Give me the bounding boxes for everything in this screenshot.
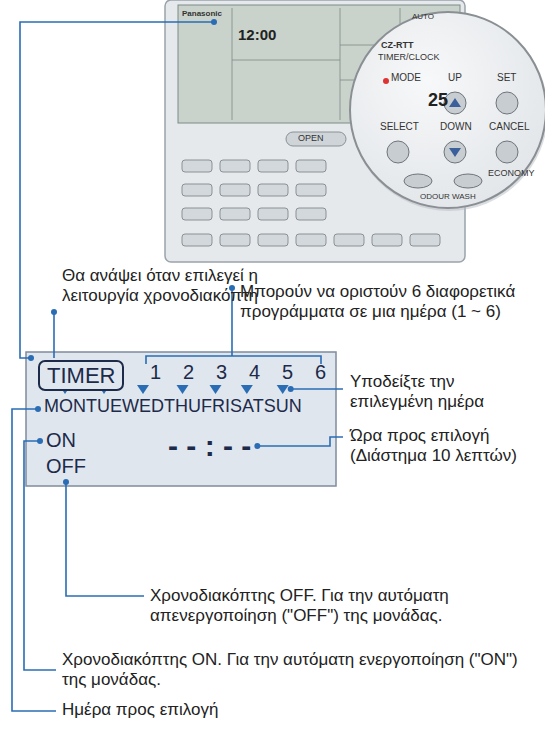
- day-marker: [137, 385, 149, 394]
- leader-dot: [254, 443, 260, 449]
- time-display: - - : - -: [168, 428, 251, 464]
- remote-button: [334, 234, 364, 246]
- lcd-label: ON: [46, 428, 76, 452]
- leader-dot: [288, 386, 294, 392]
- day-marker: [277, 385, 289, 394]
- program-number: 2: [183, 360, 194, 384]
- day-marker: [210, 385, 222, 394]
- remote-button: [220, 234, 250, 246]
- remote-button: [296, 208, 326, 220]
- remote-button: [220, 160, 250, 172]
- day-label: SAT: [230, 396, 264, 417]
- callout-text: Ημέρα προς επιλογή: [62, 700, 218, 720]
- mode-led: [383, 78, 389, 84]
- button-label: SET: [497, 72, 516, 84]
- program-number: 4: [249, 360, 260, 384]
- remote-button: [296, 184, 326, 196]
- brand-label: Panasonic: [182, 9, 222, 19]
- model-label: CZ-RTT: [381, 40, 414, 51]
- button-label: SELECT: [380, 121, 419, 133]
- day-label: THU: [164, 396, 201, 417]
- leader-dots: [28, 19, 235, 485]
- program-number: 1: [150, 360, 161, 384]
- callout-text: Χρονοδιακόπτης ON. Για την αυτόματη ενερ…: [62, 650, 536, 691]
- button-label: CANCEL: [489, 121, 530, 133]
- button-label: TIMER/CLOCK: [378, 52, 440, 63]
- lcd-panel: [26, 352, 336, 486]
- button-label: ECONOMY: [488, 168, 535, 179]
- remote-button: [258, 234, 288, 246]
- day-marker: [177, 385, 189, 394]
- button-label: ODOUR WASH: [420, 192, 476, 202]
- remote-button: [182, 234, 212, 246]
- down-button: [444, 141, 466, 163]
- timer-indicator: TIMER: [38, 360, 124, 391]
- lcd-label: OFF: [46, 454, 86, 478]
- open-button: [286, 132, 346, 146]
- day-label: FRI: [201, 396, 230, 417]
- remote-button: [258, 184, 288, 196]
- indicator-text: TIMER: [47, 363, 115, 388]
- set-button: [496, 92, 518, 114]
- clock-reading: 12:00: [238, 26, 276, 44]
- remote-button: [296, 234, 326, 246]
- cancel-button: [496, 141, 518, 163]
- temperature-reading: 25: [428, 90, 448, 112]
- button-label: DOWN: [440, 121, 472, 133]
- remote-button: [182, 160, 212, 172]
- button-label: MODE: [391, 72, 421, 84]
- callout-text: Ώρα προς επιλογή (Διάστημα 10 λεπτών): [350, 426, 538, 467]
- day-label: WED: [122, 396, 164, 417]
- remote-button: [182, 184, 212, 196]
- callout-text: Μπορούν να οριστούν 6 διαφορετικά προγρά…: [240, 282, 540, 323]
- remote-button: [258, 160, 288, 172]
- day-label: SUN: [264, 396, 302, 417]
- program-number: 5: [282, 360, 293, 384]
- day-label: MON: [44, 396, 86, 417]
- program-number: 6: [315, 360, 326, 384]
- remote-button: [220, 208, 250, 220]
- mode-reading: AUTO: [412, 12, 434, 22]
- program-number: 3: [216, 360, 227, 384]
- button-label: UP: [448, 72, 462, 84]
- day-label: TUE: [86, 396, 122, 417]
- select-button: [387, 141, 409, 163]
- remote-button: [258, 208, 288, 220]
- remote-button: [182, 208, 212, 220]
- magnifier-circle: [350, 12, 545, 208]
- button-label: OPEN: [298, 133, 324, 144]
- remote-button: [372, 234, 402, 246]
- remote-button: [410, 234, 440, 246]
- remote-button: [296, 160, 326, 172]
- remote-button: [220, 184, 250, 196]
- callout-text: Χρονοδιακόπτης OFF. Για την αυτόματη απε…: [150, 586, 538, 627]
- leader-line: [257, 437, 343, 446]
- callout-text: Υποδείξτε την επιλεγμένη ημέρα: [350, 372, 538, 413]
- day-marker: [241, 385, 253, 394]
- leader-line: [291, 388, 343, 390]
